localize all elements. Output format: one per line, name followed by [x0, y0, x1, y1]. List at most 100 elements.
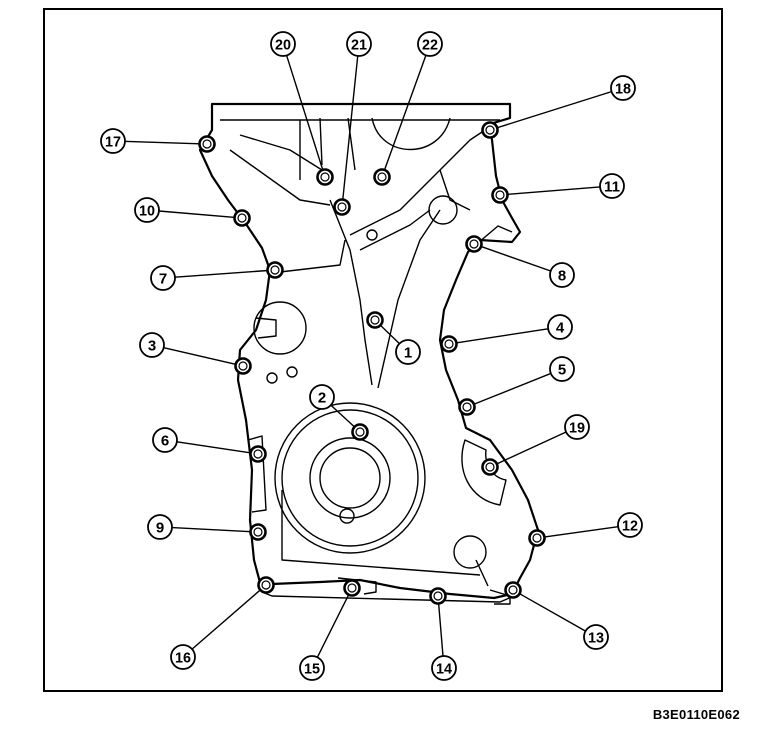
callout-1: 1 [366, 311, 421, 365]
bolt-20 [316, 168, 334, 186]
callout-label-19: 19 [569, 420, 585, 437]
callout-circle-19 [564, 414, 590, 440]
callout-label-7: 7 [159, 271, 167, 288]
leader-line-13 [518, 592, 586, 632]
callout-label-5: 5 [558, 362, 566, 379]
leader-line-19 [496, 431, 567, 465]
bolt-head-3 [238, 361, 248, 371]
callout-label-4: 4 [556, 320, 565, 337]
callout-circle-7 [150, 265, 176, 291]
bolt-head-7 [270, 265, 280, 275]
callout-circle-10 [134, 197, 160, 223]
bolt-head-2 [355, 427, 365, 437]
callout-5: 5 [458, 356, 575, 416]
bolt-head-14 [433, 591, 443, 601]
callout-circle-21 [346, 31, 372, 57]
leader-line-9 [171, 526, 252, 533]
callout-circle-18 [610, 75, 636, 101]
callout-label-11: 11 [604, 179, 620, 196]
callout-circle-16 [170, 644, 196, 670]
leader-line-20 [285, 55, 324, 171]
callout-label-6: 6 [161, 433, 169, 450]
leader-line-14 [437, 602, 444, 657]
callout-19: 19 [481, 414, 590, 476]
bolt-19 [481, 458, 499, 476]
bolt-head-5 [462, 402, 472, 412]
diagram-frame [43, 8, 723, 692]
callout-label-1: 1 [404, 345, 412, 362]
callout-4: 4 [440, 314, 573, 353]
callout-label-16: 16 [175, 650, 191, 667]
bolt-16 [257, 576, 275, 594]
callout-10: 10 [134, 197, 251, 227]
bolt-head-9 [253, 527, 263, 537]
bolt-head-11 [495, 190, 505, 200]
leader-line-4 [455, 328, 549, 344]
bolt-22 [373, 168, 391, 186]
leader-line-5 [473, 372, 552, 406]
callout-6: 6 [152, 427, 267, 463]
callout-label-15: 15 [304, 661, 320, 678]
bolt-9 [249, 523, 267, 541]
callout-label-8: 8 [558, 268, 566, 285]
bolt-12 [528, 529, 546, 547]
callout-label-2: 2 [318, 390, 326, 407]
bolt-head-18 [485, 125, 495, 135]
bolt-head-10 [237, 213, 247, 223]
callout-label-22: 22 [422, 37, 438, 54]
bolt-head-8 [469, 239, 479, 249]
cover-ribs [229, 117, 489, 389]
bolt-3 [234, 357, 252, 375]
crankshaft-opening [274, 402, 481, 576]
leader-line-18 [496, 90, 612, 129]
callout-circle-9 [147, 514, 173, 540]
callout-13: 13 [504, 581, 609, 650]
bolt-head-4 [444, 339, 454, 349]
callout-circle-17 [100, 128, 126, 154]
bolt-head-13 [508, 585, 518, 595]
bolt-11 [491, 186, 509, 204]
callout-9: 9 [147, 514, 267, 541]
callout-circle-5 [549, 356, 575, 382]
callout-label-12: 12 [622, 518, 638, 535]
bolt-head-12 [532, 533, 542, 543]
bolt-head-6 [253, 449, 263, 459]
bolt-5 [458, 398, 476, 416]
bolt-head-19 [485, 462, 495, 472]
bolt-15 [343, 579, 361, 597]
callout-circle-8 [549, 262, 575, 288]
bolt-8 [465, 235, 483, 253]
callout-label-13: 13 [588, 630, 604, 647]
callout-circle-1 [395, 339, 421, 365]
callout-15: 15 [299, 579, 361, 681]
leader-line-22 [383, 55, 427, 171]
leader-line-12 [543, 525, 619, 538]
callout-20: 20 [270, 31, 334, 186]
bolt-7 [266, 261, 284, 279]
callout-label-14: 14 [436, 661, 453, 678]
callout-circle-14 [431, 655, 457, 681]
bolt-6 [249, 445, 267, 463]
bolt-head-17 [202, 139, 212, 149]
callout-16: 16 [170, 576, 275, 670]
bolt-17 [198, 135, 216, 153]
callout-circle-13 [583, 624, 609, 650]
callout-label-9: 9 [156, 520, 164, 537]
leader-line-17 [124, 140, 201, 145]
left-features [247, 301, 307, 513]
leader-line-6 [176, 441, 252, 454]
leader-line-16 [191, 589, 262, 650]
bolt-13 [504, 581, 522, 599]
callout-21: 21 [333, 31, 372, 216]
bolt-head-20 [320, 172, 330, 182]
callout-circle-11 [599, 173, 625, 199]
bolt-head-15 [347, 583, 357, 593]
bolt-10 [233, 209, 251, 227]
leader-line-10 [158, 210, 236, 219]
callout-circle-3 [139, 332, 165, 358]
callout-label-18: 18 [615, 81, 631, 98]
bolt-14 [429, 587, 447, 605]
bolt-21 [333, 198, 351, 216]
callout-label-21: 21 [351, 37, 367, 54]
